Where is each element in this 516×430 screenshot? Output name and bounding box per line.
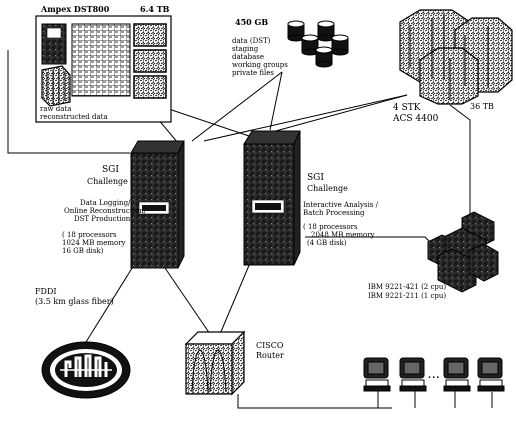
ibm-line-2: IBM 9221-211 (1 cpu) [368, 292, 447, 300]
fddi-label: FDDI [35, 287, 57, 296]
sgi2-spec-2: 2048 MB memory [311, 231, 375, 239]
sgi1-spec-1: ( 18 processors [62, 231, 117, 239]
ampex-robot-arm-icon [41, 65, 71, 107]
sgi2-role-2: Batch Processing [303, 209, 365, 217]
sgi1-role-2: Online Reconstruction/ [64, 207, 146, 215]
disk-capacity: 450 GB [235, 17, 269, 27]
link-sgi1-cisco [162, 264, 211, 335]
sgi1-role-1: Data Logging/ [80, 199, 131, 207]
link-sgi1-stk [203, 94, 408, 142]
ampex-drive-icon-1 [133, 23, 167, 47]
cisco-label: CISCO [256, 341, 284, 350]
stk-model: ACS 4400 [393, 114, 439, 124]
link-stk-ibm [449, 104, 471, 225]
disk-line-5: private files [232, 69, 275, 77]
ampex-dst800 [35, 15, 172, 123]
sgi1-spec-3: 16 GB disk) [62, 247, 104, 255]
ibm-line-1: IBM 9221-421 (2 cpu) [368, 283, 447, 291]
disk-line-4: working groups [232, 61, 288, 69]
fddi-medium: (3.5 km glass fiber) [35, 297, 114, 306]
connection-lines [7, 50, 493, 409]
sgi1-role-3: DST Production [74, 215, 131, 223]
ampex-drive-icon-3 [133, 75, 167, 99]
workstation-icon [399, 357, 427, 392]
disk-line-1: data (DST) [232, 37, 271, 45]
cisco-router-icon [184, 330, 246, 396]
fddi-ring-logo [41, 341, 131, 399]
ampex-tape-shelf-icon [71, 23, 131, 97]
link-sgi2-disk [269, 71, 283, 131]
router-label: Router [256, 351, 284, 360]
workstations-ellipsis: ... [428, 371, 441, 381]
stk-silo-icon [399, 9, 513, 105]
link-sgi2-cisco [219, 262, 251, 335]
ampex-capacity: 6.4 TB [140, 4, 170, 14]
disk-array-icon [287, 20, 349, 68]
link-sgi1-disk [191, 71, 283, 142]
sgi2-spec-1: ( 18 processors [303, 223, 358, 231]
ampex-note-reconstructed: reconstructed data [40, 113, 108, 121]
workstations [363, 357, 505, 392]
link-sgi1-fddi [85, 264, 135, 343]
sgi-challenge-2-rack-icon [243, 130, 301, 266]
sgi1-model: Challenge [87, 177, 128, 186]
sgi-challenge-1-rack-icon [130, 140, 185, 269]
sgi2-model: Challenge [307, 184, 348, 193]
sgi1-spec-2: 1024 MB memory [62, 239, 126, 247]
link-cisco-workstations [237, 394, 392, 409]
workstation-icon [477, 357, 505, 392]
ampex-tape-cabinet-icon [41, 23, 67, 65]
sgi2-role-1: Interactive Analysis / [303, 201, 378, 209]
ampex-title: Ampex DST800 [41, 4, 110, 14]
ibm-mainframe-icon [427, 211, 499, 293]
ampex-drive-icon-2 [133, 49, 167, 73]
stk-capacity: 36 TB [470, 102, 494, 111]
sgi2-name: SGI [307, 173, 324, 183]
stk-count: 4 STK [393, 103, 421, 113]
link-sgi2-stk [271, 94, 408, 133]
disk-line-3: database [232, 53, 265, 61]
workstation-icon [363, 357, 391, 392]
sgi2-spec-3: (4 GB disk) [307, 239, 347, 247]
workstation-icon [443, 357, 471, 392]
sgi1-name: SGI [102, 165, 119, 175]
link-ampex-left [7, 50, 130, 154]
ampex-note-raw: raw data [40, 105, 72, 113]
disk-line-2: staging [232, 45, 259, 53]
